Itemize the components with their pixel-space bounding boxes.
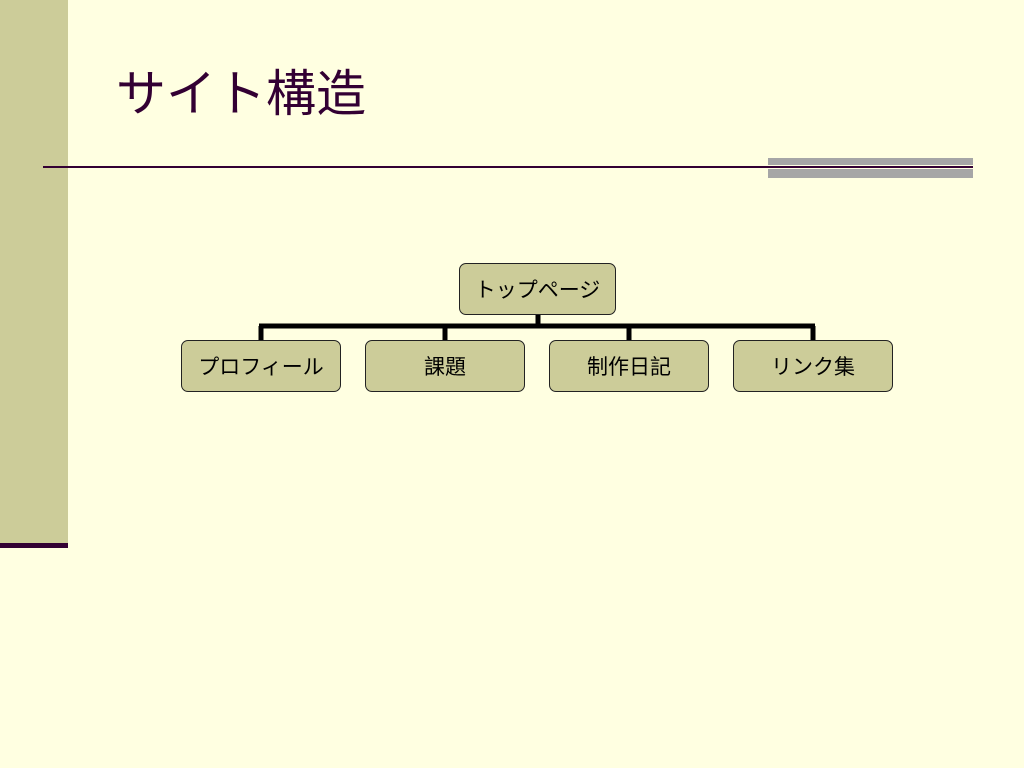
- title-divider-accent-top: [768, 158, 973, 165]
- org-node-child-label: プロフィール: [198, 355, 324, 379]
- org-node-child-4: リンク集: [733, 340, 893, 392]
- org-node-child-label: リンク集: [771, 355, 855, 379]
- org-node-child-1: プロフィール: [181, 340, 341, 392]
- org-node-root-label: トップページ: [474, 278, 601, 302]
- slide-title: サイト構造: [116, 65, 366, 123]
- org-node-child-label: 制作日記: [587, 355, 671, 379]
- left-accent-rule: [0, 543, 68, 548]
- org-node-child-3: 制作日記: [549, 340, 709, 392]
- left-accent-band: [0, 0, 68, 545]
- title-divider-accent-bottom: [768, 169, 973, 178]
- title-divider: [43, 166, 973, 168]
- org-node-child-label: 課題: [424, 355, 466, 379]
- org-node-child-2: 課題: [365, 340, 525, 392]
- org-node-root: トップページ: [459, 263, 616, 315]
